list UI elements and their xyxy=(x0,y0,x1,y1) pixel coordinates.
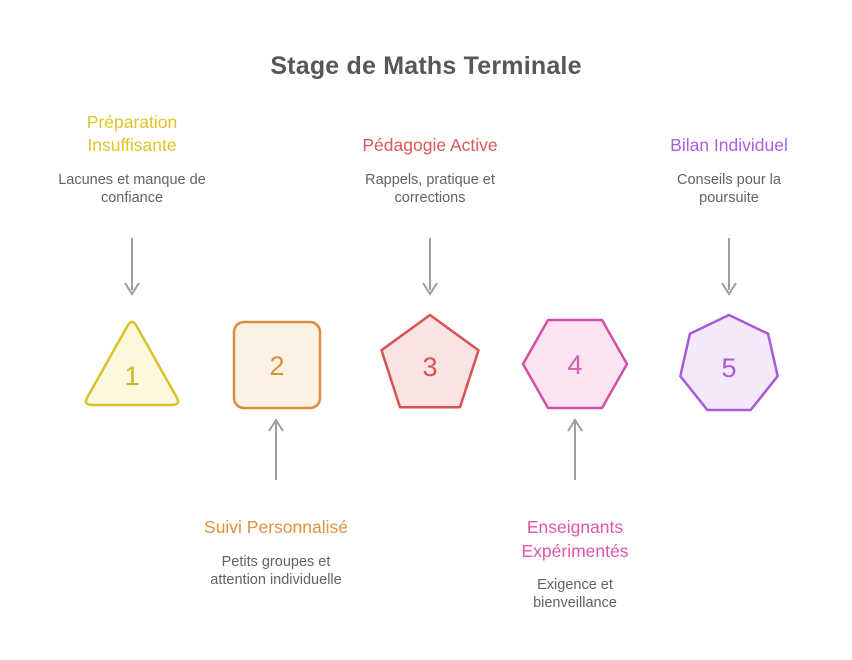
step-5-description: Conseils pour la poursuite xyxy=(677,171,781,206)
step-5-title: Bilan Individuel xyxy=(670,135,788,156)
step-4-title: Enseignants Expérimentés xyxy=(521,517,629,561)
step-1-description: Lacunes et manque de confiance xyxy=(58,171,206,206)
step-3-description: Rappels, pratique et corrections xyxy=(365,171,495,206)
arrow-up-icon xyxy=(268,418,284,480)
step-2-label: Suivi Personnalisé Petits groupes et att… xyxy=(196,516,356,589)
step-2-shape-square: 2 xyxy=(232,320,322,410)
step-3-number: 3 xyxy=(422,352,437,382)
step-4-label: Enseignants Expérimentés Exigence et bie… xyxy=(500,516,650,613)
step-3-shape-pentagon: 3 xyxy=(380,313,480,409)
step-2-number: 2 xyxy=(269,351,284,381)
diagram-title: Stage de Maths Terminale xyxy=(270,52,582,80)
step-4-shape-hexagon: 4 xyxy=(521,318,629,410)
step-2-title: Suivi Personnalisé xyxy=(204,517,348,537)
arrow-down-icon xyxy=(124,238,140,296)
arrow-up-icon xyxy=(567,418,583,480)
step-4-number: 4 xyxy=(567,350,582,380)
step-3-label: Pédagogie Active Rappels, pratique et co… xyxy=(355,107,505,207)
step-3-title: Pédagogie Active xyxy=(362,135,498,156)
step-1-title: Préparation Insuffisante xyxy=(86,111,178,156)
step-1-number: 1 xyxy=(124,361,139,391)
step-4-description: Exigence et bienveillance xyxy=(533,577,617,612)
arrow-down-icon xyxy=(422,238,438,296)
step-5-label: Bilan Individuel Conseils pour la poursu… xyxy=(654,107,804,207)
arrow-down-icon xyxy=(721,238,737,296)
step-2-description: Petits groupes et attention individuelle xyxy=(210,553,342,588)
step-5-shape-heptagon: 5 xyxy=(679,313,779,412)
step-1-label: Préparation Insuffisante Lacunes et manq… xyxy=(57,107,207,207)
step-5-number: 5 xyxy=(721,353,736,383)
step-1-shape-triangle: 1 xyxy=(84,320,180,407)
